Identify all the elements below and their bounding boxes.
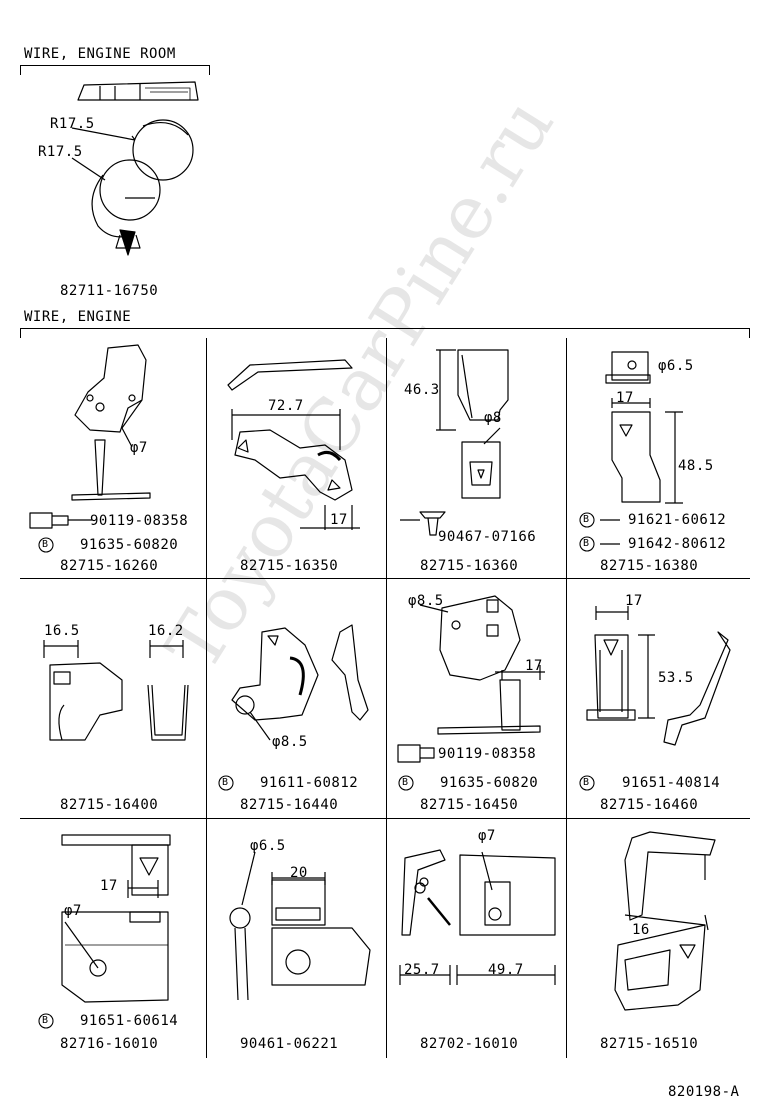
- part-82715-16510: [614, 831, 716, 1011]
- engine-room-bracket-line: [20, 65, 210, 66]
- part-number: 82715-16460: [600, 797, 699, 813]
- part-number: 82715-16360: [420, 558, 519, 574]
- part-82715-16360: [400, 349, 509, 536]
- sub-part-number: 90119-08358: [90, 513, 189, 529]
- dimension-label: φ8.5: [408, 593, 444, 609]
- radius-label-1: R17.5: [50, 116, 95, 132]
- dimension-label: 17: [625, 593, 643, 609]
- sub-part-number: 90119-08358: [438, 746, 537, 762]
- grid-row-divider-2: [20, 818, 750, 819]
- part-number: 82711-16750: [60, 283, 159, 299]
- circled-b-icon: B: [583, 777, 590, 788]
- grid-col-divider-1: [206, 338, 207, 1058]
- dimension-label: 17: [100, 878, 118, 894]
- dimension-label: 16.2: [148, 623, 184, 639]
- dimension-label: 16: [632, 922, 650, 938]
- circled-b-icon: B: [583, 538, 590, 549]
- dimension-label: 25.7: [404, 962, 440, 978]
- part-number: 82715-16400: [60, 797, 159, 813]
- sub-part-number: 91651-60614: [80, 1013, 179, 1029]
- figure-id: 820198-A: [668, 1084, 740, 1100]
- circled-b-icon: B: [42, 1015, 49, 1026]
- dimension-label: 72.7: [268, 398, 304, 414]
- part-number: 82715-16450: [420, 797, 519, 813]
- part-number: 90461-06221: [240, 1036, 339, 1052]
- part-number: 82715-16510: [600, 1036, 699, 1052]
- dimension-label: φ8.5: [272, 734, 308, 750]
- dimension-label: 48.5: [678, 458, 714, 474]
- dimension-label: φ7: [478, 828, 496, 844]
- circled-b-icon: B: [42, 539, 49, 550]
- dimension-label: 46.3: [404, 382, 440, 398]
- dimension-label: 17: [616, 390, 634, 406]
- sub-part-number: 90467-07166: [438, 529, 537, 545]
- circled-b-icon: B: [583, 514, 590, 525]
- dimension-label: φ7: [64, 903, 82, 919]
- part-82715-16380: [600, 351, 683, 545]
- dimension-label: 49.7: [488, 962, 524, 978]
- part-number: 82702-16010: [420, 1036, 519, 1052]
- part-82715-16460: [586, 606, 731, 746]
- part-number: 82715-16380: [600, 558, 699, 574]
- dimension-label: φ7: [130, 440, 148, 456]
- part-number: 82716-16010: [60, 1036, 159, 1052]
- dimension-label: φ8: [484, 410, 502, 426]
- sub-part-number: 91651-40814: [622, 775, 721, 791]
- dimension-label: φ6.5: [658, 358, 694, 374]
- part-82715-16450: [397, 595, 545, 763]
- section-title-engine-room: WIRE, ENGINE ROOM: [24, 46, 176, 62]
- grid-col-divider-2: [386, 338, 387, 1058]
- dimension-label: 53.5: [658, 670, 694, 686]
- dimension-label: 17: [525, 658, 543, 674]
- circled-b-icon: B: [402, 777, 409, 788]
- sub-part-number: 91621-60612: [628, 512, 727, 528]
- part-number: 82715-16440: [240, 797, 339, 813]
- grid-col-divider-3: [566, 338, 567, 1058]
- part-82715-16260: [29, 344, 151, 529]
- part-90461-06221: [229, 851, 371, 1001]
- dimension-label: φ6.5: [250, 838, 286, 854]
- part-82715-16400: [43, 640, 189, 741]
- sub-part-number: 91635-60820: [440, 775, 539, 791]
- circled-b-icon: B: [222, 777, 229, 788]
- grid-row-divider-1: [20, 578, 750, 579]
- sub-part-number: 91635-60820: [80, 537, 179, 553]
- engine-section-line: [20, 328, 750, 329]
- part-82715-16440: [231, 624, 369, 741]
- sub-part-number: 91642-80612: [628, 536, 727, 552]
- part-82702-16010: [399, 849, 556, 985]
- dimension-label: 17: [330, 512, 348, 528]
- part-number: 82715-16350: [240, 558, 339, 574]
- clamp-82711-16750: [71, 81, 199, 256]
- section-title-engine: WIRE, ENGINE: [24, 309, 132, 325]
- dimension-label: 16.5: [44, 623, 80, 639]
- part-82715-16350: [227, 359, 360, 530]
- dimension-label: 20: [290, 865, 308, 881]
- sub-part-number: 91611-60812: [260, 775, 359, 791]
- part-82716-16010: [61, 834, 171, 1003]
- radius-label-2: R17.5: [38, 144, 83, 160]
- part-number: 82715-16260: [60, 558, 159, 574]
